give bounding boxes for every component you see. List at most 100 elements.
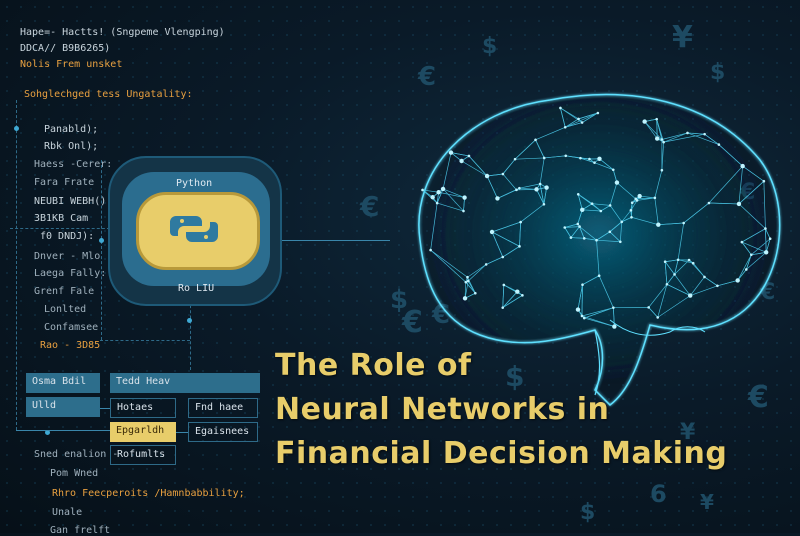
neural-node <box>591 202 594 205</box>
neural-node <box>518 245 521 248</box>
neural-node <box>583 237 586 240</box>
neural-node <box>637 194 641 198</box>
neural-node <box>597 157 601 161</box>
neural-node <box>580 208 584 212</box>
neural-node <box>449 150 453 154</box>
code-line: Lonlted <box>44 304 86 315</box>
neural-node <box>593 161 596 164</box>
code-line: Sohglechged tess Ungatality: <box>24 89 193 100</box>
connector-node <box>14 126 19 131</box>
neural-node <box>656 223 660 227</box>
neural-node <box>436 202 439 205</box>
neural-node <box>559 107 562 110</box>
neural-node <box>515 189 518 192</box>
currency-symbol: € <box>360 190 379 223</box>
connector-line <box>176 432 188 433</box>
neural-node <box>436 190 440 194</box>
neural-node <box>474 292 477 295</box>
neural-node <box>630 216 633 219</box>
neural-node <box>583 317 586 320</box>
neural-node <box>421 189 424 192</box>
code-line: Gan frelft <box>50 525 110 536</box>
neural-node <box>465 281 468 284</box>
connector-line <box>100 408 110 409</box>
neural-node <box>515 289 519 293</box>
neural-node <box>612 324 616 328</box>
neural-node <box>619 240 622 243</box>
neural-node <box>600 210 603 213</box>
neural-node <box>581 315 584 318</box>
neural-node <box>563 226 566 229</box>
python-bottom-label: Ro LIU <box>178 283 214 294</box>
neural-node <box>708 202 711 205</box>
neural-node <box>677 258 680 261</box>
neural-node <box>430 195 434 199</box>
neural-node <box>519 221 522 224</box>
neural-node <box>631 201 634 204</box>
neural-node <box>692 262 695 265</box>
neural-node <box>745 268 748 271</box>
flow-box: Osma Bdil <box>26 373 100 393</box>
neural-node <box>534 139 537 142</box>
neural-node <box>544 185 548 189</box>
neural-node <box>740 164 744 168</box>
connector-line <box>190 300 191 370</box>
neural-node <box>501 306 504 309</box>
connector-line <box>100 340 190 341</box>
neural-node <box>656 316 659 319</box>
code-line: DDCA// B9B6265) <box>20 43 110 54</box>
code-line: Hape=- Hactts! (Sngpeme Vlengping) <box>20 27 225 38</box>
neural-node <box>741 241 744 244</box>
neural-node <box>581 283 584 286</box>
code-line: Pom Wned <box>50 468 98 479</box>
neural-node <box>750 254 753 257</box>
neural-node <box>597 112 600 115</box>
neural-node <box>467 280 470 283</box>
neural-node <box>429 249 432 252</box>
neural-node <box>609 204 612 207</box>
neural-node <box>620 221 623 224</box>
flow-box: Hotaes <box>110 398 176 418</box>
neural-node <box>642 119 646 123</box>
neural-node <box>466 276 469 279</box>
code-line: Confamsee <box>44 322 98 333</box>
neural-node <box>615 180 619 184</box>
neural-node <box>666 283 669 286</box>
neural-node <box>577 193 580 196</box>
code-line: Panabld); <box>44 124 98 135</box>
neural-node <box>576 307 580 311</box>
neural-node <box>718 143 721 146</box>
title-line-3: Financial Decision Making <box>275 436 727 471</box>
connector-node <box>187 318 192 323</box>
neural-node <box>598 274 601 277</box>
flow-box: Epgarldh <box>110 422 176 442</box>
neural-node <box>521 294 524 297</box>
neural-node <box>543 203 546 206</box>
neural-node <box>502 173 505 176</box>
neural-node <box>688 293 692 297</box>
flow-box: Fnd haee <box>188 398 258 418</box>
neural-node <box>459 159 463 163</box>
neural-node <box>539 183 542 186</box>
code-line: Fara Frate <box>34 177 94 188</box>
neural-node <box>661 138 664 141</box>
neural-node <box>576 223 579 226</box>
connector-line <box>278 240 390 241</box>
neural-node <box>462 210 465 213</box>
neural-node <box>609 230 612 233</box>
neural-node <box>661 169 664 172</box>
currency-symbol: $ <box>580 500 595 525</box>
connector-line <box>16 100 17 430</box>
title-line-2: Neural Networks in <box>275 392 609 427</box>
code-line: Unale <box>52 507 82 518</box>
neural-node <box>655 118 658 121</box>
neural-node <box>662 141 665 144</box>
neural-node <box>634 198 637 201</box>
neural-node <box>682 222 685 225</box>
connector-line <box>16 430 110 431</box>
neural-node <box>514 158 517 161</box>
code-line: Laega Fally: <box>34 268 106 279</box>
neural-node <box>686 132 689 135</box>
flow-box: Rofumlts <box>110 445 176 465</box>
neural-node <box>577 118 580 121</box>
